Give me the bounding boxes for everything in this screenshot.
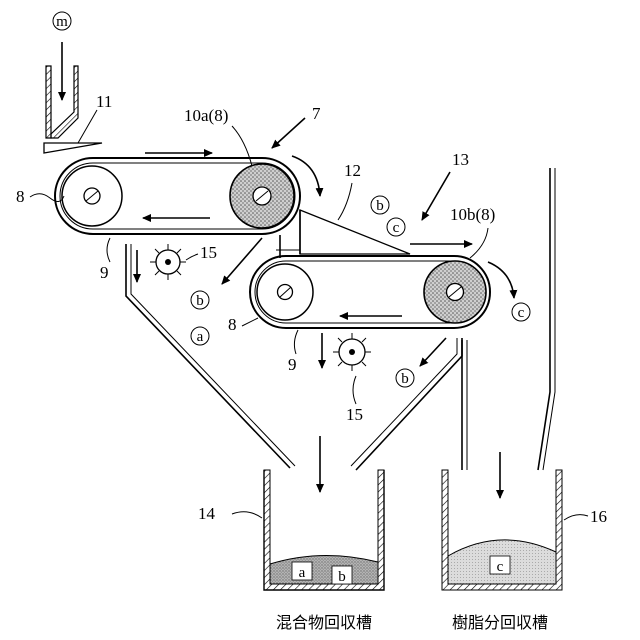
label-9-mid: 9: [288, 355, 297, 374]
leader-10a: [232, 126, 252, 166]
caption-resin-bin: 樹脂分回収槽: [452, 613, 548, 632]
label-8-mid: 8: [228, 315, 237, 334]
splitter-plate: 12: [276, 161, 410, 258]
brush-left: 15: [150, 243, 217, 280]
leader-9-left: [107, 238, 110, 262]
feed-chute: m 11: [44, 12, 112, 153]
resin-bin: c 16 樹脂分回収槽: [442, 470, 607, 632]
chute-left-wall: [46, 66, 51, 138]
bin-label-b: b: [338, 569, 346, 585]
label-13: 13: [452, 150, 469, 169]
mixture-bin: a b 14 混合物回収槽: [198, 470, 384, 632]
drop-arrow-b-lower: [420, 338, 446, 366]
leader-12: [338, 183, 352, 220]
label-m: m: [56, 14, 68, 30]
leader-7: [272, 118, 305, 148]
bin-label-c: c: [497, 559, 504, 575]
drop-arrow-b: [222, 238, 262, 284]
circle-b-2: b: [196, 293, 204, 309]
mixture-pile: [270, 555, 378, 584]
leader-11: [78, 110, 97, 143]
label-15-left: 15: [200, 243, 217, 262]
circle-a-2: a: [197, 329, 204, 345]
label-8-left: 8: [16, 187, 25, 206]
label-12: 12: [344, 161, 361, 180]
circle-b-3: b: [401, 371, 409, 387]
lower-discharge-arrow: [488, 262, 514, 298]
bin-label-a: a: [299, 565, 306, 581]
caption-mixture-bin: 混合物回収槽: [276, 613, 372, 632]
circle-c-1: c: [393, 220, 400, 236]
chute-right-wall: [51, 66, 78, 138]
label-16: 16: [590, 507, 607, 526]
label-10b: 10b(8): [450, 205, 495, 224]
feeder-tray: [44, 143, 102, 153]
leader-10b: [470, 228, 488, 258]
circle-c-2: c: [518, 305, 525, 321]
label-7: 7: [312, 104, 321, 123]
label-15-mid: 15: [346, 405, 363, 424]
brush-mid: 15: [333, 333, 371, 424]
label-7-group: 7: [272, 104, 321, 148]
leader-8-left: [30, 194, 64, 202]
label-10a: 10a(8): [184, 106, 228, 125]
leader-13: [422, 172, 450, 220]
upper-discharge-arrow: [292, 156, 320, 196]
leader-9-mid: [294, 330, 298, 354]
circle-b-1: b: [376, 198, 384, 214]
label-11: 11: [96, 92, 112, 111]
label-14: 14: [198, 504, 216, 523]
label-9-left: 9: [100, 263, 109, 282]
